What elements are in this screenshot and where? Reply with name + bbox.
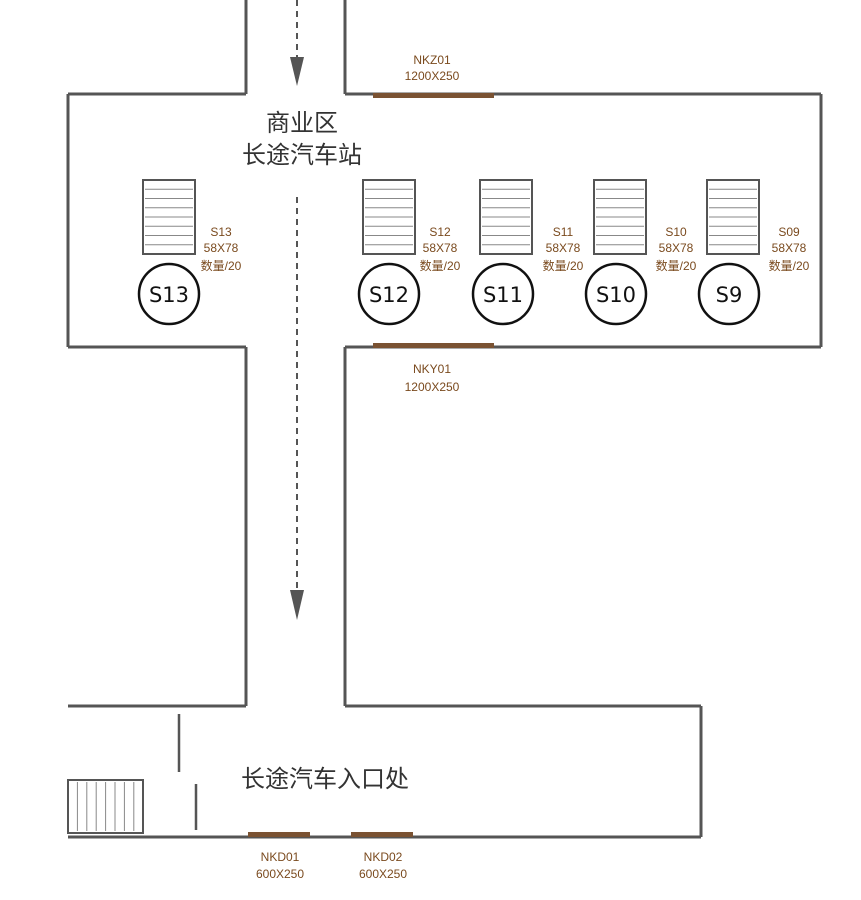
stand-quantity: 数量/20 [420,258,461,273]
banner-size: 1200X250 [405,380,460,394]
stand-marker [697,262,761,326]
stand-marker-label: S10 [596,283,636,307]
stand-quantity: 数量/20 [656,258,697,273]
stand-marker-label: S12 [369,283,409,307]
stand-code: S13 [210,225,232,239]
stand-marker-label: S11 [483,283,523,307]
banner-size: 600X250 [256,867,304,881]
banner-code: NKD02 [364,850,403,864]
banner-bar [351,832,413,837]
stand-size: 58X78 [659,241,694,255]
banner-size: 600X250 [359,867,407,881]
walls [66,0,823,839]
stand-marker [471,262,535,326]
stand-quantity: 数量/20 [769,258,810,273]
arrow-down-icon [290,590,304,620]
banner-nky01: NKY01 1200X250 [373,343,494,394]
direction-arrow-main [290,197,304,620]
banner-size: 1200X250 [405,69,460,83]
stand-code: S11 [553,225,574,239]
stand-quantity: 数量/20 [201,258,242,273]
stand-size: 58X78 [204,241,239,255]
direction-arrow-top [290,0,304,86]
banner-nkd02: NKD02 600X250 [351,832,413,881]
zone-label-entrance: 长途汽车入口处 [241,765,409,793]
banner-code: NKZ01 [413,53,451,67]
stand-size: 58X78 [423,241,458,255]
stand-size: 58X78 [772,241,807,255]
banner-nkd01: NKD01 600X250 [248,832,310,881]
stand-code: S09 [778,225,800,239]
entrance-stand [67,779,144,834]
banner-bar [373,93,494,98]
stand-code: S12 [429,225,451,239]
banner-code: NKY01 [413,362,451,376]
stand-marker [357,262,421,326]
arrow-down-icon [290,57,304,86]
stand-marker-label: S9 [716,283,743,307]
banner-code: NKD01 [261,850,300,864]
stands: S1358X78数量/20S13S1258X78数量/20S12S1158X78… [137,179,810,326]
zone-label-commercial: 商业区 [266,109,338,137]
stand-marker-label: S13 [149,283,189,307]
zone-label-bus-station: 长途汽车站 [242,141,362,169]
stand-size: 58X78 [546,241,581,255]
banner-nkz01: NKZ01 1200X250 [373,53,494,98]
stand-quantity: 数量/20 [543,258,584,273]
stand-marker [137,262,201,326]
stand-marker [584,262,648,326]
banner-bar [373,343,494,348]
banner-bar [248,832,310,837]
stand-code: S10 [665,225,687,239]
